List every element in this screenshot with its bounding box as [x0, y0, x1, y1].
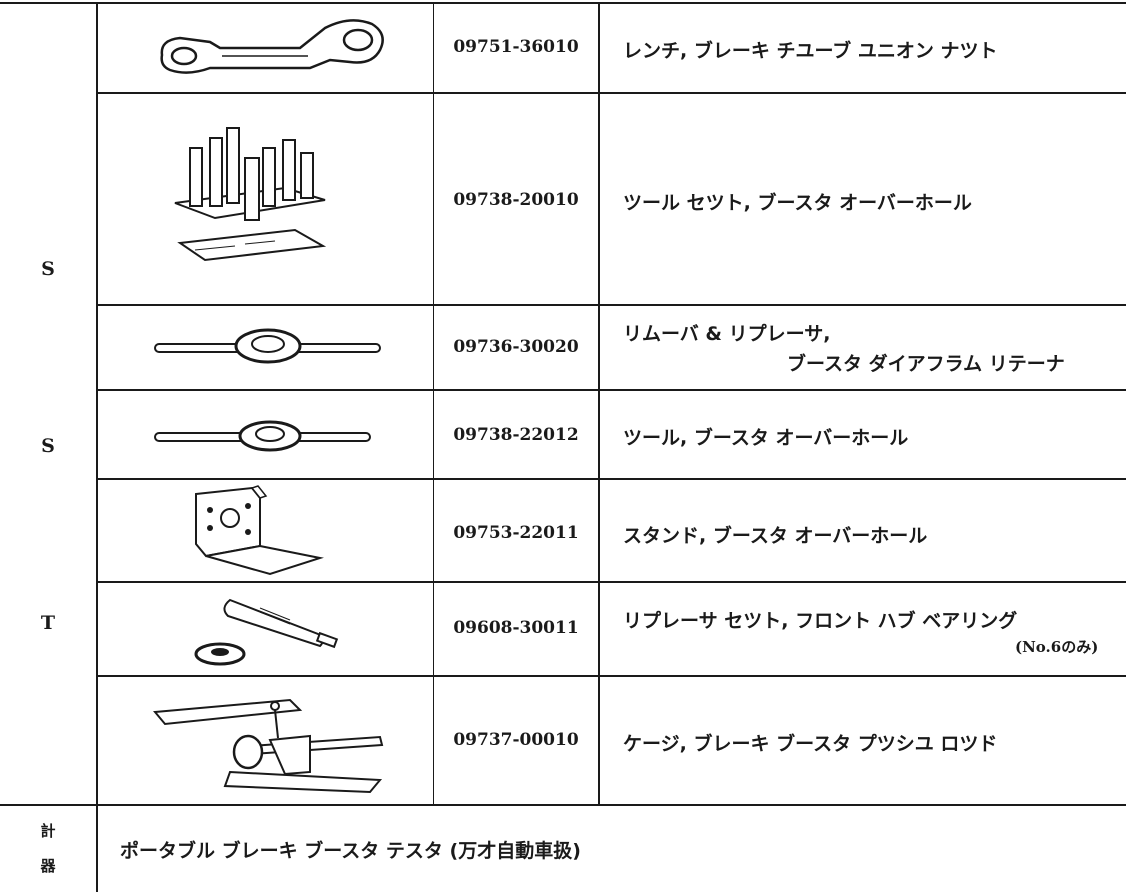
- stand-illustration: [195, 485, 324, 576]
- remover-replacer-illustration: [154, 328, 381, 364]
- tool-name-3b: ブースタ ダイアフラム リテーナ: [787, 353, 1065, 375]
- rule-row1: [97, 92, 1126, 94]
- meter-label-char1: 計: [40, 822, 56, 840]
- rule-row4: [97, 478, 1126, 480]
- replacer-set-illustration: [194, 598, 339, 666]
- tool-name-3a: リムーバ & リプレーサ,: [623, 323, 831, 345]
- rule-col2: [433, 2, 434, 804]
- tool-set-illustration: [174, 127, 327, 262]
- side-label-t: T: [40, 612, 56, 634]
- part-number-3: 09736-30020: [453, 337, 579, 357]
- rule-meter: [0, 804, 1126, 806]
- gauge-illustration: [153, 698, 384, 794]
- tool-name-5: スタンド, ブースタ オーバーホール: [623, 525, 928, 547]
- part-number-4: 09738-22012: [453, 425, 579, 445]
- part-number-1: 09751-36010: [453, 37, 579, 57]
- tool-name-4: ツール, ブースタ オーバーホール: [623, 427, 909, 449]
- rule-col1: [96, 2, 98, 892]
- side-label-s2: S: [41, 435, 55, 457]
- rule-top: [0, 2, 1126, 4]
- part-number-2: 09738-20010: [453, 190, 579, 210]
- part-number-6: 09608-30011: [453, 618, 579, 638]
- side-label-s1: S: [41, 258, 55, 280]
- rule-row2: [97, 304, 1126, 306]
- tool-name-1: レンチ, ブレーキ チユーブ ユニオン ナツト: [623, 40, 998, 62]
- part-number-5: 09753-22011: [453, 523, 579, 543]
- wrench-illustration: [160, 19, 384, 74]
- rule-row6: [97, 675, 1126, 677]
- tool-name-2: ツール セツト, ブースタ オーバーホール: [623, 192, 972, 214]
- part-number-7: 09737-00010: [453, 730, 579, 750]
- rule-col3: [598, 2, 600, 804]
- meter-item-name: ポータブル ブレーキ ブースタ テスタ (万才自動車扱): [120, 840, 581, 862]
- tool-note-6: (No.6のみ): [1015, 638, 1099, 656]
- rule-row3: [97, 389, 1126, 391]
- meter-label-char2: 器: [40, 857, 56, 875]
- booster-tool-illustration: [154, 420, 371, 452]
- tool-name-7: ケージ, ブレーキ ブースタ プツシユ ロツド: [623, 733, 998, 755]
- tool-name-6: リプレーサ セツト, フロント ハブ ベアリング: [623, 610, 1018, 632]
- rule-row5: [97, 581, 1126, 583]
